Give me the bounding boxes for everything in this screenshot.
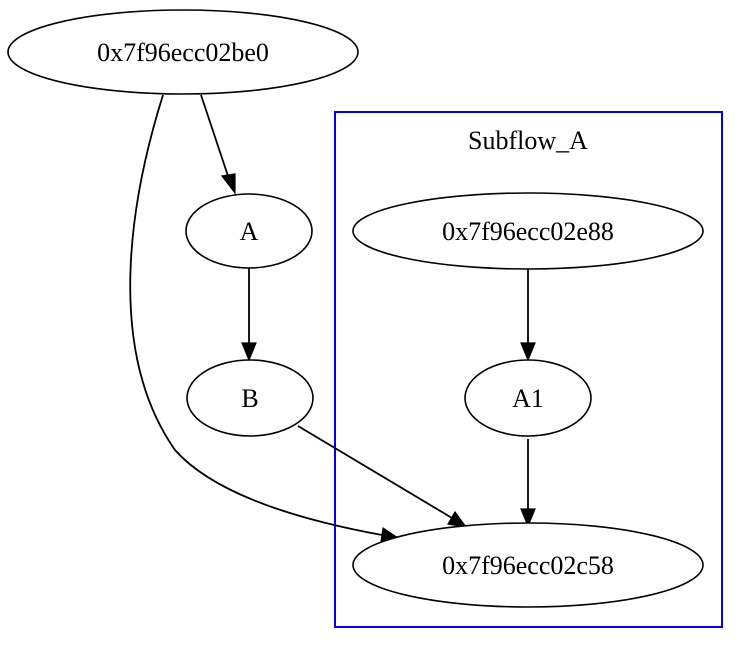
cluster-label: Subflow_A	[468, 126, 588, 155]
arrowhead	[447, 510, 468, 528]
nodes: 0x7f96ecc02be0 A B 0x7f96ecc02e88 A1 0x7…	[7, 9, 704, 608]
edge-root-to-a	[200, 94, 236, 195]
node-a[interactable]: A	[185, 193, 313, 269]
node-shape	[186, 359, 314, 437]
edge-line	[200, 94, 229, 177]
arrowhead	[520, 508, 536, 528]
node-shape	[352, 522, 704, 608]
arrowhead	[241, 342, 257, 362]
arrowhead	[520, 342, 536, 362]
cluster-subflow-a: Subflow_A	[334, 111, 723, 628]
arrowhead	[220, 173, 236, 195]
edge-sub-entry-to-a1	[520, 269, 536, 362]
node-shape	[7, 9, 359, 95]
node-sub-entry[interactable]: 0x7f96ecc02e88	[352, 192, 704, 270]
node-label: 0x7f96ecc02c58	[442, 551, 614, 580]
node-label: B	[241, 384, 258, 413]
edges	[129, 94, 536, 543]
edge-a1-to-sink	[520, 439, 536, 528]
node-a1[interactable]: A1	[464, 359, 592, 437]
edge-line	[297, 425, 453, 519]
node-sink[interactable]: 0x7f96ecc02c58	[352, 522, 704, 608]
edge-a-to-b	[241, 264, 257, 362]
node-shape	[185, 193, 313, 269]
node-label: A	[240, 217, 259, 246]
edge-b-to-sink	[297, 425, 468, 528]
node-root[interactable]: 0x7f96ecc02be0	[7, 9, 359, 95]
node-label: 0x7f96ecc02e88	[442, 217, 614, 246]
node-shape	[352, 192, 704, 270]
cluster-border	[334, 111, 723, 628]
node-b[interactable]: B	[186, 359, 314, 437]
node-label: 0x7f96ecc02be0	[97, 38, 269, 67]
edge-root-to-sink	[129, 94, 400, 543]
edge-line	[129, 94, 383, 536]
node-shape	[464, 359, 592, 437]
node-label: A1	[512, 384, 544, 413]
